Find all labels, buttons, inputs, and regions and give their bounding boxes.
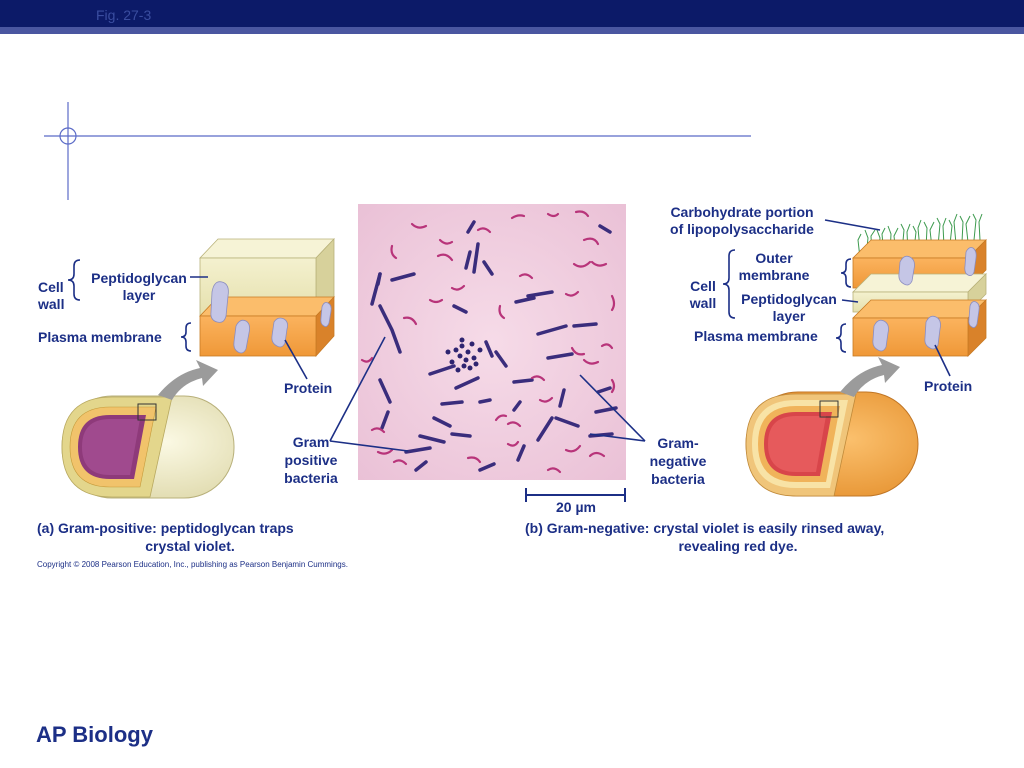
gn-cell-wall-label: Cell wall	[689, 278, 717, 311]
gram-positive-brackets	[67, 259, 308, 380]
caption-gram-negative: (b) Gram-negative: crystal violet is eas…	[518, 519, 958, 555]
gram-positive-cell	[61, 360, 235, 499]
scale-bar-label: 20 µm	[556, 499, 596, 515]
caption-gram-positive: (a) Gram-positive: peptidoglycan traps c…	[30, 519, 350, 555]
gram-negative-wall-block	[852, 213, 987, 357]
header-bar	[0, 0, 1024, 27]
stained-bacteria-micrograph	[329, 204, 646, 502]
gp-peptidoglycan-label: Peptidoglycan layer	[91, 270, 187, 303]
outer-membrane-label: Outer membrane	[738, 250, 810, 283]
gram-positive-wall-block	[199, 237, 335, 358]
caption-gp-line2: crystal violet.	[145, 538, 235, 554]
gn-peptidoglycan-label: Peptidoglycan layer	[741, 291, 837, 324]
caption-gn-line2: revealing red dye.	[678, 538, 798, 554]
footer-course-title: AP Biology	[36, 722, 153, 747]
carbohydrate-portion-label: Carbohydrate portion of lipopolysacchari…	[670, 204, 814, 237]
figure-label: Fig. 27-3	[96, 7, 152, 23]
copyright-notice: Copyright © 2008 Pearson Education, Inc.…	[37, 560, 348, 569]
gp-protein-label: Protein	[284, 380, 333, 396]
gram-negative-cell	[745, 357, 919, 497]
gp-plasma-membrane-label: Plasma membrane	[38, 329, 162, 345]
gram-positive-bacteria-label: Gram positive bacteria	[284, 434, 338, 486]
gn-protein-label: Protein	[924, 378, 973, 394]
crosshair-decoration	[44, 102, 751, 200]
caption-gp-line1: (a) Gram-positive: peptidoglycan traps	[37, 520, 294, 536]
header-accent-bar	[0, 27, 1024, 34]
gn-plasma-membrane-label: Plasma membrane	[694, 328, 818, 344]
caption-gn-line1: (b) Gram-negative: crystal violet is eas…	[525, 520, 885, 536]
gram-negative-bacteria-label: Gram- negative bacteria	[649, 435, 707, 487]
gp-cell-wall-label: Cell wall	[38, 279, 65, 312]
gram-negative-brackets	[722, 219, 951, 377]
